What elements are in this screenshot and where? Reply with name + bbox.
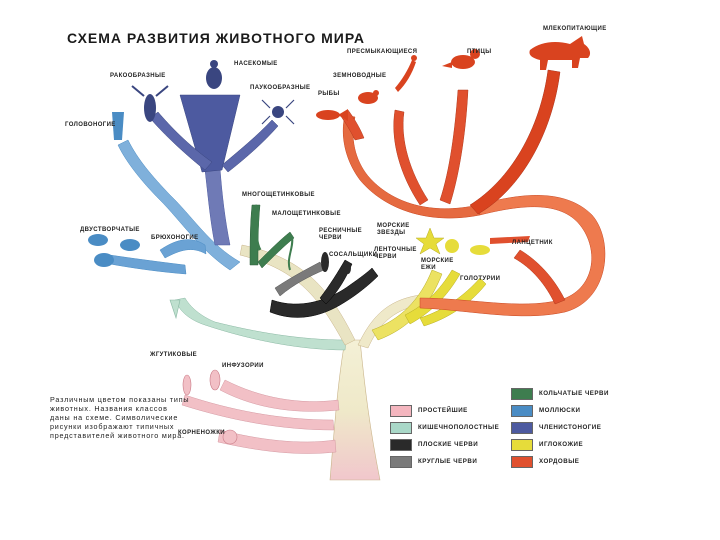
label-amphibians: ЗЕМНОВОДНЫЕ <box>333 73 387 79</box>
protozoa-icon <box>182 369 238 445</box>
label-ciliated-worms: РЕСНИЧНЫЕ ЧЕРВИ <box>319 228 363 241</box>
diagram-title: СХЕМА РАЗВИТИЯ ЖИВОТНОГО МИРА <box>67 30 366 46</box>
fish-icon <box>316 109 348 121</box>
holothurian-icon <box>470 245 490 255</box>
branch-arthropod-stem <box>204 167 231 246</box>
legend-item-protozoa: ПРОСТЕЙШИЕ <box>390 405 540 417</box>
legend-swatch <box>511 439 533 451</box>
branch-lancelet <box>513 249 566 305</box>
legend-swatch <box>511 405 533 417</box>
legend-swatch <box>390 405 412 417</box>
legend-swatch <box>390 456 412 468</box>
legend-note: Различным цветом показаны типы животных.… <box>50 395 190 440</box>
legend-item-roundworms: КРУГЛЫЕ ЧЕРВИ <box>390 456 540 468</box>
label-holothurians: ГОЛОТУРИИ <box>460 276 501 282</box>
clam-icon <box>88 234 114 267</box>
insect-beetle-icon <box>206 60 222 89</box>
legend-label: МОЛЛЮСКИ <box>539 407 581 414</box>
label-fish: РЫБЫ <box>318 91 340 97</box>
branch-chordate-main <box>342 114 481 219</box>
branch-mollusc-stem <box>117 139 241 271</box>
label-polychaetes: МНОГОЩЕТИНКОВЫЕ <box>242 192 315 198</box>
label-rhizopods: КОРНЕНОЖКИ <box>178 430 225 436</box>
legend-label: ИГЛОКОЖИЕ <box>539 441 584 448</box>
label-oligochaetes: МАЛОЩЕТИНКОВЫЕ <box>272 211 341 217</box>
reptile-lizard-icon <box>395 55 417 92</box>
branch-gastropods <box>159 239 207 259</box>
legend-label: ХОРДОВЫЕ <box>539 458 580 465</box>
label-birds: ПТИЦЫ <box>467 49 492 55</box>
label-urchins: МОРСКИЕ ЕЖИ <box>421 258 454 271</box>
legend-item-flatworms: ПЛОСКИЕ ЧЕРВИ <box>390 439 540 451</box>
legend-item-molluscs: МОЛЛЮСКИ <box>511 405 661 417</box>
legend-label: ПРОСТЕЙШИЕ <box>418 407 468 414</box>
worm-icon <box>253 204 294 271</box>
branch-amphibians-reptiles <box>393 109 429 206</box>
branch-mammals <box>469 69 561 215</box>
legend-item-annelids: КОЛЬЧАТЫЕ ЧЕРВИ <box>511 388 661 400</box>
starfish-icon <box>415 227 445 255</box>
legend-label: КРУГЛЫЕ ЧЕРВИ <box>418 458 478 465</box>
branch-coelenterates <box>174 297 347 351</box>
label-insects: НАСЕКОМЫЕ <box>234 61 278 67</box>
legend-swatch <box>511 422 533 434</box>
label-crustaceans: РАКООБРАЗНЫЕ <box>110 73 166 79</box>
label-starfish: МОРСКИЕ ЗВЕЗДЫ <box>377 223 410 236</box>
label-bivalves: ДВУСТВОРЧАТЫЕ <box>80 227 140 233</box>
trunk <box>329 339 381 481</box>
label-cephalopods: ГОЛОВОНОГИЕ <box>65 122 116 128</box>
label-tapeworms: ЛЕНТОЧНЫЕ ЧЕРВИ <box>374 247 417 260</box>
flatworm-icon <box>321 252 351 274</box>
legend-item-coelenterates: КИШЕЧНОПОЛОСТНЫЕ <box>390 422 540 434</box>
root-branch-flagellates <box>181 394 335 431</box>
mammal-wolf-icon <box>529 36 591 70</box>
branch-arachnids <box>221 119 279 173</box>
legend-label: КИШЕЧНОПОЛОСТНЫЕ <box>418 424 500 431</box>
snail-icon <box>120 239 140 251</box>
branch-echinoderms <box>371 269 443 341</box>
label-mammals: МЛЕКОПИТАЮЩИЕ <box>543 26 607 32</box>
label-flagellates: ЖГУТИКОВЫЕ <box>150 352 198 358</box>
label-reptiles: ПРЕСМЫКАЮЩИЕСЯ <box>347 49 418 55</box>
legend-label: КОЛЬЧАТЫЕ ЧЕРВИ <box>539 390 609 397</box>
branch-oligochaetes <box>257 231 295 269</box>
lancelet-icon <box>490 236 530 244</box>
squid-icon <box>112 112 124 140</box>
root-branch-rhizopods <box>217 429 337 454</box>
legend-item-arthropods: ЧЛЕНИСТОНОГИЕ <box>511 422 661 434</box>
branch-arthropod-fork <box>179 94 241 173</box>
legend-label: ПЛОСКИЕ ЧЕРВИ <box>418 441 479 448</box>
legend-swatch <box>390 439 412 451</box>
hydra-icon <box>169 299 181 320</box>
legend-item-echinoderms: ИГЛОКОЖИЕ <box>511 439 661 451</box>
label-flukes: СОСАЛЬЩИКИ <box>329 252 378 258</box>
legend-item-chordates: ХОРДОВЫЕ <box>511 456 661 468</box>
branch-crustaceans <box>149 111 213 171</box>
root-branch-ciliates <box>219 379 340 412</box>
crayfish-icon <box>131 85 169 122</box>
spider-icon <box>261 99 295 125</box>
branch-birds <box>439 89 469 205</box>
legend-label: ЧЛЕНИСТОНОГИЕ <box>539 424 602 431</box>
legend-swatch <box>390 422 412 434</box>
amphibian-frog-icon <box>358 90 379 104</box>
branch-flatworms-fork <box>319 259 353 305</box>
sea-urchin-icon <box>445 239 459 253</box>
label-arachnids: ПАУКООБРАЗНЫЕ <box>250 85 311 91</box>
bird-icon <box>442 49 480 69</box>
label-lancelet: ЛАНЦЕТНИК <box>512 240 553 246</box>
label-gastropods: БРЮХОНОГИЕ <box>151 235 199 241</box>
branch-bivalves <box>109 254 187 275</box>
legend-swatch <box>511 388 533 400</box>
label-ciliates: ИНФУЗОРИИ <box>222 363 264 369</box>
legend-swatch <box>511 456 533 468</box>
